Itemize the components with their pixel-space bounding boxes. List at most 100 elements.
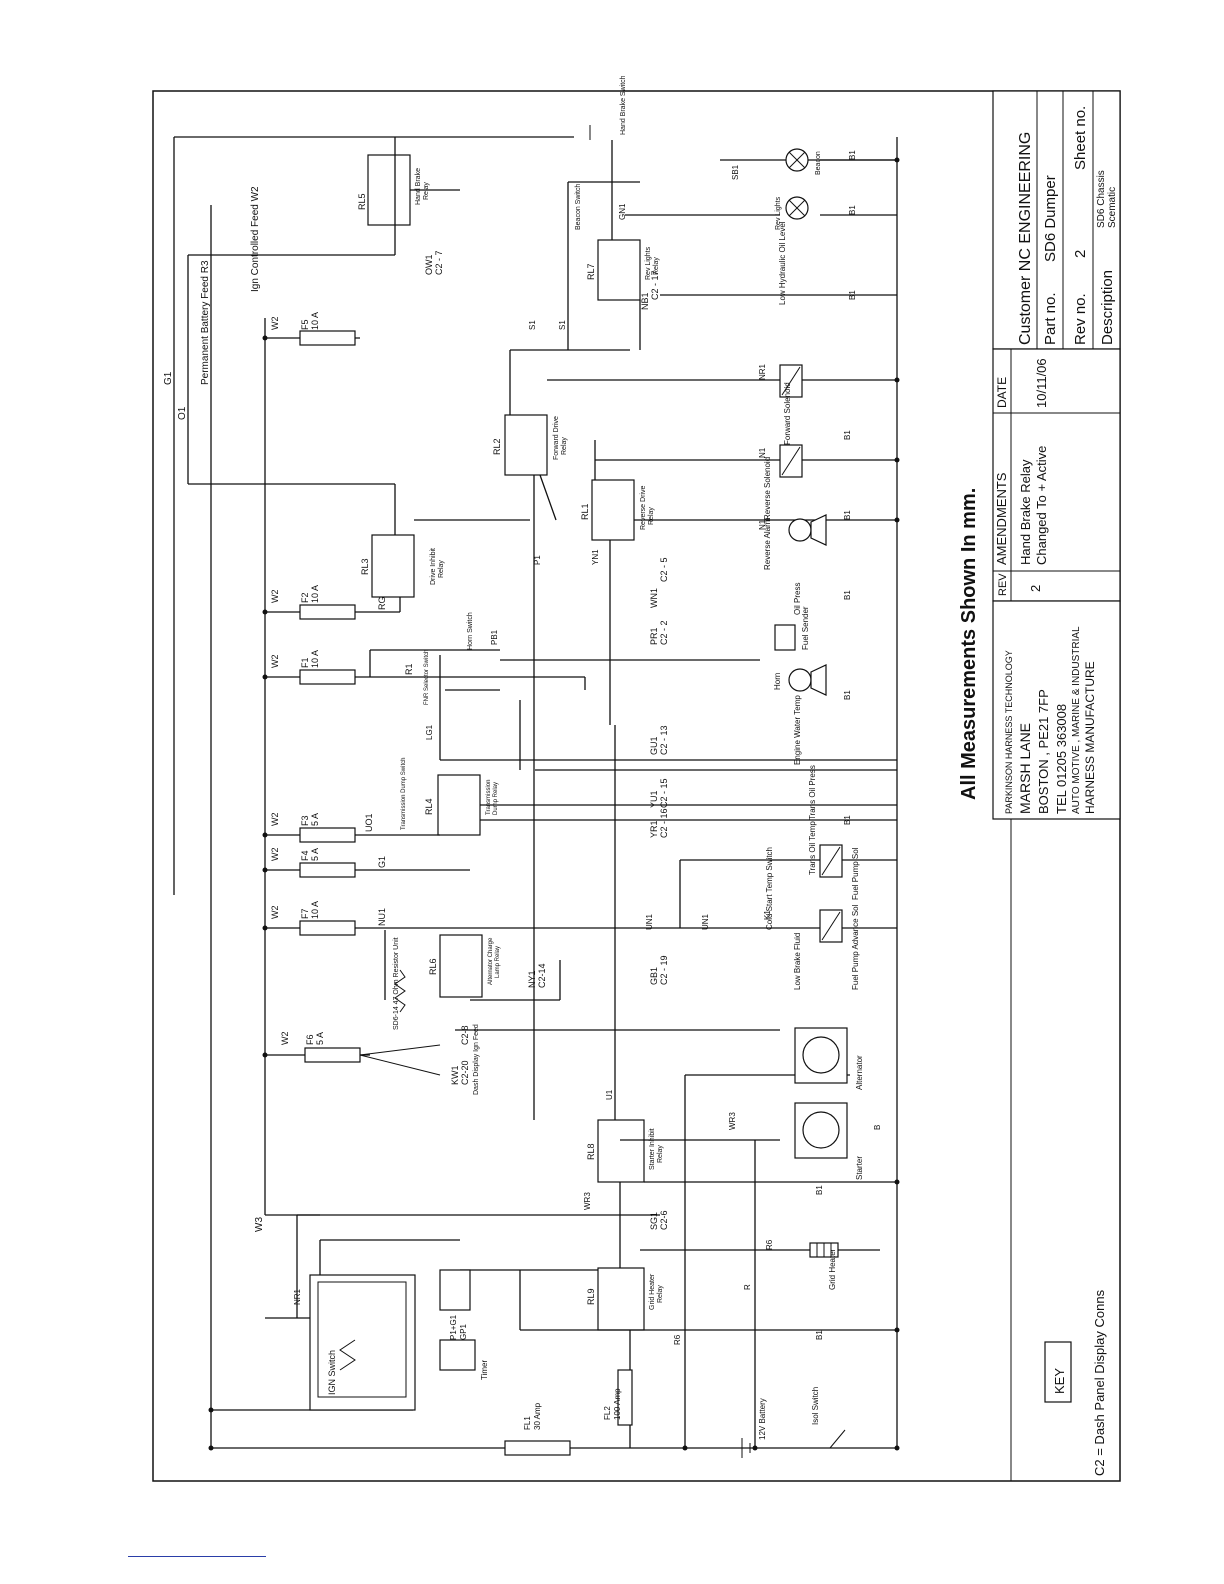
company-line5: AUTO MOTIVE , MARINE & INDUSTRIAL (1071, 626, 1082, 814)
reverse-alarm-label: Reverse Alarm (763, 517, 772, 570)
wire-wr3-1: WR3 (583, 1192, 592, 1210)
customer-text: Customer NC ENGINEERING (1017, 132, 1034, 345)
relay-rl3-desc1: Drive Inhibit (430, 548, 437, 585)
trans-dump-switch-label: Transmission Dump Switch (401, 758, 407, 830)
feed-permanent-label: Permanent Battery Feed R3 (200, 260, 211, 385)
relay-rl2: RL2 Forward Drive Relay (492, 414, 568, 476)
engine-water-temp-label: Engine Water Temp (793, 695, 802, 765)
relay-rl2-desc1: Forward Drive (553, 416, 560, 460)
component-ign-switch: IGN Switch (309, 1274, 416, 1411)
wire-r6-1: R6 (765, 1239, 774, 1250)
relay-rl3-desc2: Relay (438, 560, 445, 578)
connector-kw1: KW1 (450, 1065, 460, 1085)
relay-rl3-name: RL3 (360, 558, 370, 575)
relay-rl4-name: RL4 (424, 798, 434, 815)
fuse-f2-name: F2 (300, 592, 310, 603)
fuse-f6-wire: W2 (280, 1032, 290, 1046)
component-alternator: Alternator (794, 1027, 864, 1090)
connector-gb1-pin: C2 - 19 (659, 955, 669, 985)
connector-pr1-pin: C2 - 2 (659, 620, 669, 645)
wire-lg1: LG1 (425, 724, 434, 740)
fuse-f1-rating: 10 A (310, 650, 320, 668)
component-reverse-alarm: Reverse Alarm (763, 514, 827, 570)
wire-b1-3: B1 (848, 290, 857, 300)
date-header: DATE (995, 377, 1009, 408)
key-title: KEY (1052, 1368, 1067, 1394)
connector-sg1: SG1 (649, 1212, 659, 1230)
connector-ny1-pin: C2-14 (537, 963, 547, 988)
connector-gb1: GB1 (649, 967, 659, 985)
grid-heater-label: Grid Heater (828, 1248, 837, 1290)
wire-r: R (743, 1284, 752, 1290)
relay-rl5: RL5 Hand Brake Relay (357, 137, 460, 255)
alternator-label: Alternator (855, 1055, 864, 1090)
relay-rl4: RL4 Transmission Dump Relay (424, 774, 499, 836)
description-label: Description (1099, 270, 1116, 345)
wire-yn1: YN1 (591, 549, 600, 565)
wire-b1-6: B1 (843, 590, 852, 600)
relay-rl9-desc1: Grid Heater (649, 1273, 656, 1310)
amendment-rev: 2 (1028, 585, 1043, 592)
component-forward-solenoid: Forward Solenoid (779, 364, 803, 445)
wire-wr3-2: WR3 (728, 1112, 737, 1130)
timer-gp1-label: GP1 (459, 1323, 468, 1340)
component-reverse-solenoid: Reverse Solenoid (763, 444, 803, 520)
component-fl2: FL2 100 Amp (603, 1369, 633, 1426)
rev-no-label: Rev no. (1072, 293, 1089, 345)
connector-labels: OW1 C2 - 7 NB1 C2 - 17 WN1 C2 - 5 PR1 C2… (424, 250, 669, 1230)
beacon-switch-label: Beacon Switch (575, 184, 582, 230)
company-line2: MARSH LANE (1017, 723, 1033, 814)
connector-nb1: NB1 (640, 292, 650, 310)
component-fl1: FL1 30 Amp (504, 1402, 571, 1456)
wire-n1-1: N1 (758, 447, 767, 458)
key-entry: C2 = Dash Panel Display Conns (1092, 1289, 1107, 1476)
relay-rl2-name: RL2 (492, 438, 502, 455)
connector-ow1: OW1 (424, 254, 434, 275)
fuse-f1-wire: W2 (270, 655, 280, 669)
beacon-label: Beacon (815, 151, 822, 175)
cold-start-label: Cold Start Temp Switch (765, 847, 774, 930)
fuse-f7: W2 F7 10 A NU1 (265, 901, 680, 936)
fuse-f1-name: F1 (300, 657, 310, 668)
fuse-f5-rating: 10 A (310, 312, 320, 330)
relay-rl9: RL9 Grid Heater Relay (586, 1267, 664, 1331)
fuse-f4-rating: 5 A (310, 848, 320, 861)
relay-rl8: RL8 Starter Inhibit Relay (586, 1119, 664, 1183)
part-no-value: SD6 Dumper (1042, 175, 1059, 262)
component-horn: Horn (773, 664, 827, 696)
wire-s1-1: S1 (528, 320, 537, 330)
relay-rl5-desc1: Hand Brake (415, 168, 422, 205)
component-grid-heater: Grid Heater (809, 1242, 839, 1290)
fl1-name: FL1 (523, 1416, 532, 1430)
title-block: Customer NC ENGINEERING Part no. SD6 Dum… (992, 90, 1121, 1481)
fuse-f2-wire: W2 (270, 590, 280, 604)
wire-b: B (873, 1125, 882, 1130)
measurement-note: All Measurements Shown In mm. (958, 488, 980, 800)
feed-g1-label: G1 (163, 371, 174, 385)
fuse-f3-out: UO1 (364, 813, 374, 832)
relay-rl2-desc2: Relay (561, 437, 568, 455)
wire-gn1: GN1 (618, 203, 627, 220)
fuse-f7-wire: W2 (270, 906, 280, 920)
relay-rl6: RL6 Alternator Charge Lamp Relay (428, 934, 501, 998)
fuse-f1: W2 F1 10 A R1 (265, 650, 585, 685)
company-line3: BOSTON , PE21 7FP (1036, 689, 1051, 814)
wire-r6-2: R6 (673, 1334, 682, 1345)
wire-b1-5: B1 (843, 510, 852, 520)
wire-b1-10: B1 (815, 1330, 824, 1340)
rev-lights-label: Rev Lights (775, 196, 782, 230)
component-rev-lights: Rev Lights (775, 196, 809, 230)
relay-rl8-desc1: Starter Inhibit (649, 1128, 656, 1170)
connector-yu1-pin: C2 - 15 (659, 778, 669, 808)
relay-rl7-desc1: Rev Lights (645, 246, 652, 280)
amendment-text-line2: Changed To + Active (1034, 446, 1049, 565)
amendment-text-line1: Hand Brake Relay (1018, 459, 1033, 565)
wire-k1: K1 (763, 910, 772, 920)
ign-switch-label: IGN Switch (327, 1350, 337, 1395)
wire-sb1: SB1 (731, 164, 740, 180)
connector-gu1: GU1 (649, 736, 659, 755)
fnr-switch-label: FNR Selector Switch (424, 650, 430, 705)
feed-ign-label: Ign Controlled Feed W2 (250, 186, 261, 292)
relay-rl5-desc2: Relay (423, 182, 430, 200)
